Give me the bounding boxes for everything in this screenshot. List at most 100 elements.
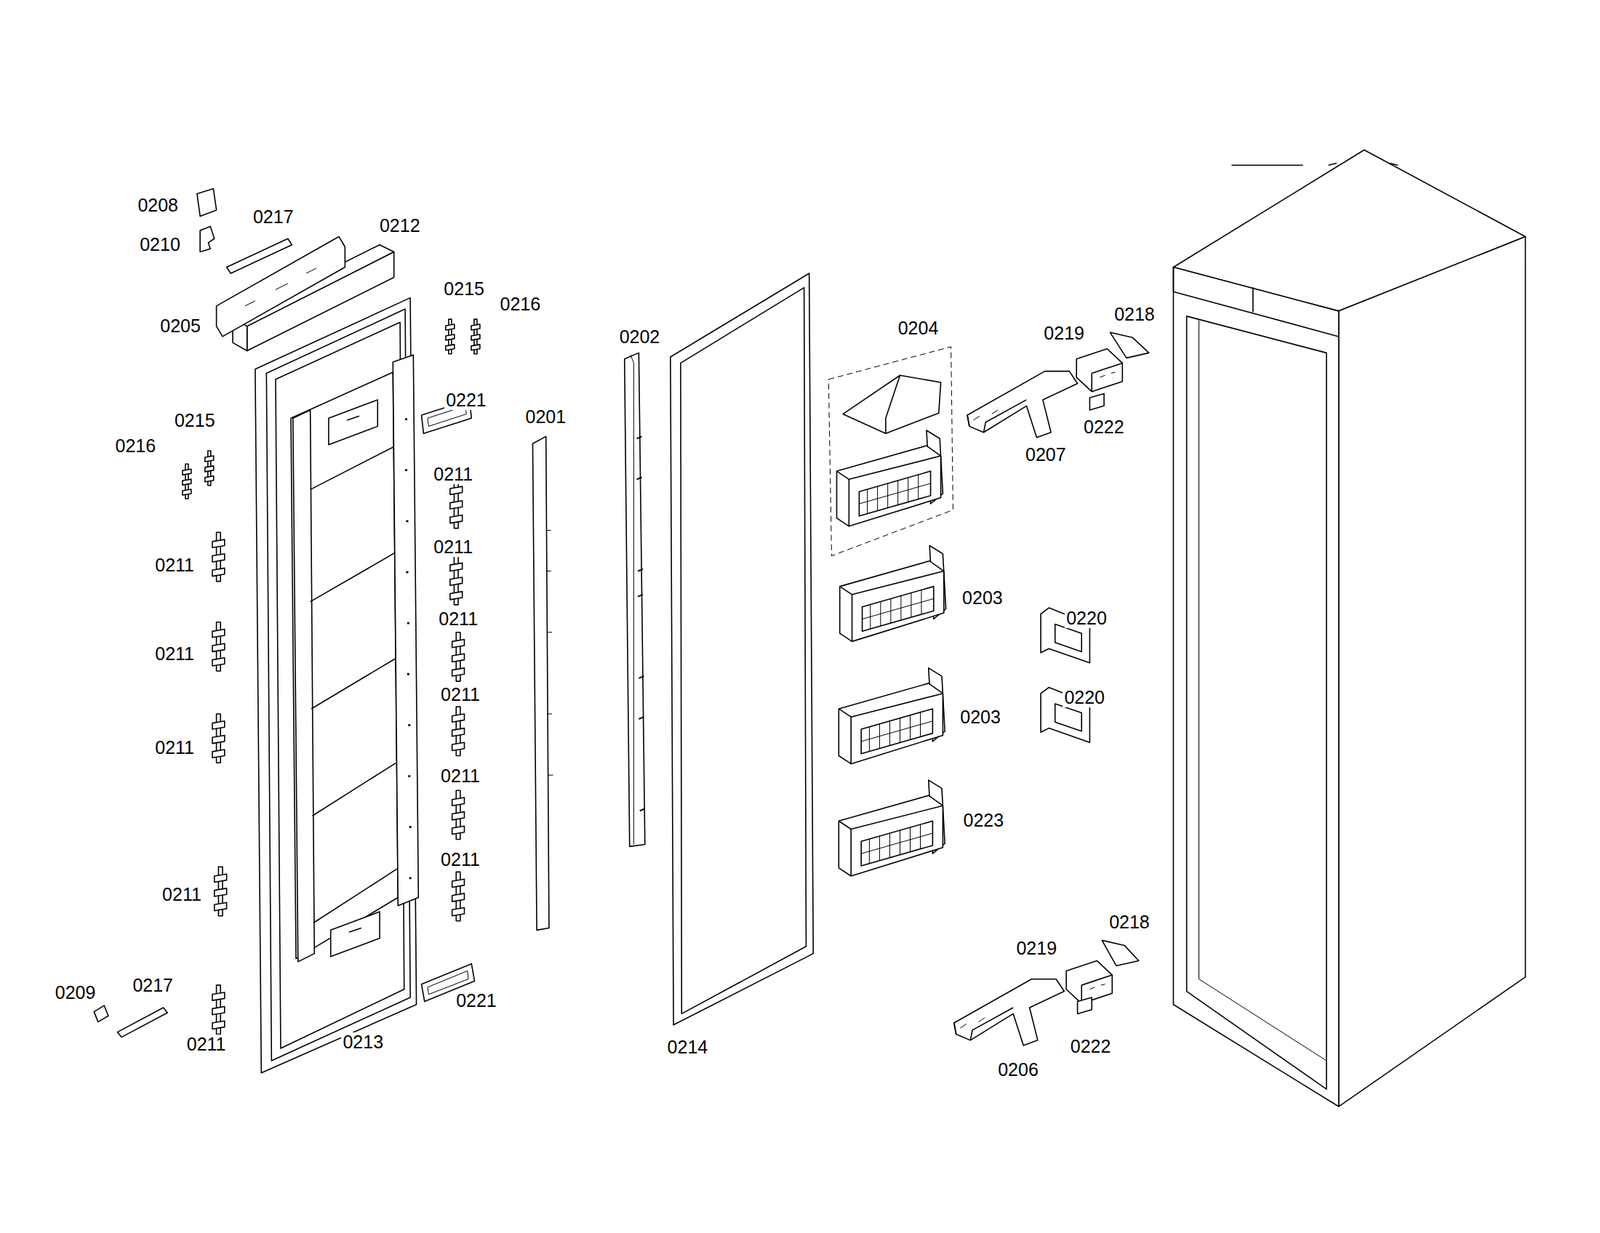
part-outline <box>310 446 398 923</box>
part-outline <box>1101 940 1139 966</box>
callout-number: 0205 <box>158 316 203 336</box>
part-symbol <box>954 979 1065 1046</box>
part-symbol <box>838 668 945 765</box>
callout-number: 0211 <box>439 766 482 787</box>
part-symbol <box>967 371 1078 438</box>
part-outline <box>637 436 646 811</box>
callout-number: 0211 <box>439 850 482 870</box>
part-outline <box>93 1005 109 1022</box>
callout-number: 0203 <box>958 707 1003 728</box>
part-outline <box>328 400 378 446</box>
part-outline <box>670 273 814 1026</box>
part-outline <box>293 410 315 963</box>
part-symbol <box>1076 349 1123 392</box>
callout-number: 0211 <box>439 685 482 705</box>
part-symbol <box>212 532 225 582</box>
callout-number: 0219 <box>1042 323 1086 344</box>
part-outline <box>1231 162 1398 166</box>
part-symbol <box>212 622 225 672</box>
part-symbol <box>212 714 225 763</box>
part-outline <box>406 418 411 880</box>
part-symbol <box>450 556 463 606</box>
callout-number: 0220 <box>1064 608 1109 629</box>
callout-number: 0209 <box>53 983 98 1003</box>
callout-number: 0218 <box>1107 912 1152 933</box>
callout-number: 0223 <box>961 810 1006 831</box>
callout-number: 0211 <box>437 609 480 630</box>
callout-number: 0214 <box>666 1037 710 1058</box>
callout-number: 0211 <box>153 738 196 758</box>
part-outline <box>1109 332 1149 358</box>
callout-number: 0211 <box>153 555 196 576</box>
part-symbol <box>182 464 192 499</box>
part-outline <box>266 309 411 1062</box>
callout-number: 0219 <box>1014 938 1059 959</box>
callout-number: 0218 <box>1112 304 1157 325</box>
callout-number: 0203 <box>960 588 1005 608</box>
callout-number: 0217 <box>130 976 175 996</box>
part-symbol <box>445 319 455 355</box>
callout-number: 0222 <box>1069 1037 1113 1057</box>
part-outline <box>1338 236 1526 1107</box>
part-symbol <box>471 319 480 355</box>
callout-number: 0201 <box>524 407 568 427</box>
callout-number: 0212 <box>378 216 422 236</box>
part-outline <box>680 288 807 1015</box>
callout-number: 0215 <box>442 279 486 299</box>
part-outline <box>226 238 293 274</box>
callout-number: 0211 <box>432 464 475 485</box>
callout-number: 0211 <box>185 1034 228 1055</box>
part-symbol <box>214 866 227 916</box>
part-outline <box>1077 997 1093 1014</box>
callout-number: 0210 <box>138 234 182 255</box>
part-outline <box>842 375 942 434</box>
part-outline <box>392 354 419 907</box>
callout-number: 0221 <box>444 390 488 411</box>
part-symbol <box>452 790 465 840</box>
part-outline <box>885 375 901 434</box>
part-symbol <box>452 632 465 682</box>
callout-number: 0211 <box>153 644 196 664</box>
part-symbol <box>840 546 947 643</box>
part-outline <box>245 268 317 307</box>
part-outline <box>330 912 380 958</box>
callout-number: 0207 <box>1024 445 1068 465</box>
part-symbol <box>452 706 465 756</box>
part-outline <box>197 189 217 217</box>
callout-number: 0211 <box>160 885 203 905</box>
callout-number: 0217 <box>251 207 296 227</box>
part-outline <box>624 352 646 847</box>
part-outline <box>216 236 346 336</box>
part-outline <box>828 346 953 557</box>
part-outline <box>275 322 405 1049</box>
part-symbol <box>212 985 225 1035</box>
part-outline <box>1198 320 1326 1061</box>
callout-number: 0208 <box>136 195 180 216</box>
part-outline <box>532 436 549 931</box>
callout-number: 0206 <box>996 1060 1040 1080</box>
part-outline <box>1173 267 1339 1108</box>
part-outline <box>346 416 360 421</box>
part-symbol <box>1066 960 1112 1004</box>
part-outline <box>546 530 554 776</box>
callout-number: 0215 <box>173 410 217 431</box>
part-symbol <box>205 450 214 486</box>
callout-number: 0220 <box>1062 688 1107 708</box>
part-symbol <box>837 430 944 527</box>
part-outline <box>117 1008 168 1038</box>
part-outline <box>1089 393 1104 410</box>
part-outline <box>255 298 417 1074</box>
part-outline <box>630 354 634 845</box>
callout-number: 0211 <box>432 537 475 558</box>
callout-number: 0202 <box>618 327 662 347</box>
part-outline <box>349 928 362 934</box>
callout-number: 0216 <box>498 294 543 315</box>
part-outline <box>200 226 215 252</box>
callout-number: 0221 <box>454 991 499 1011</box>
part-outline <box>1186 316 1327 1090</box>
part-symbol <box>838 780 945 877</box>
callout-number: 0216 <box>114 436 158 456</box>
callout-number: 0222 <box>1082 417 1126 438</box>
